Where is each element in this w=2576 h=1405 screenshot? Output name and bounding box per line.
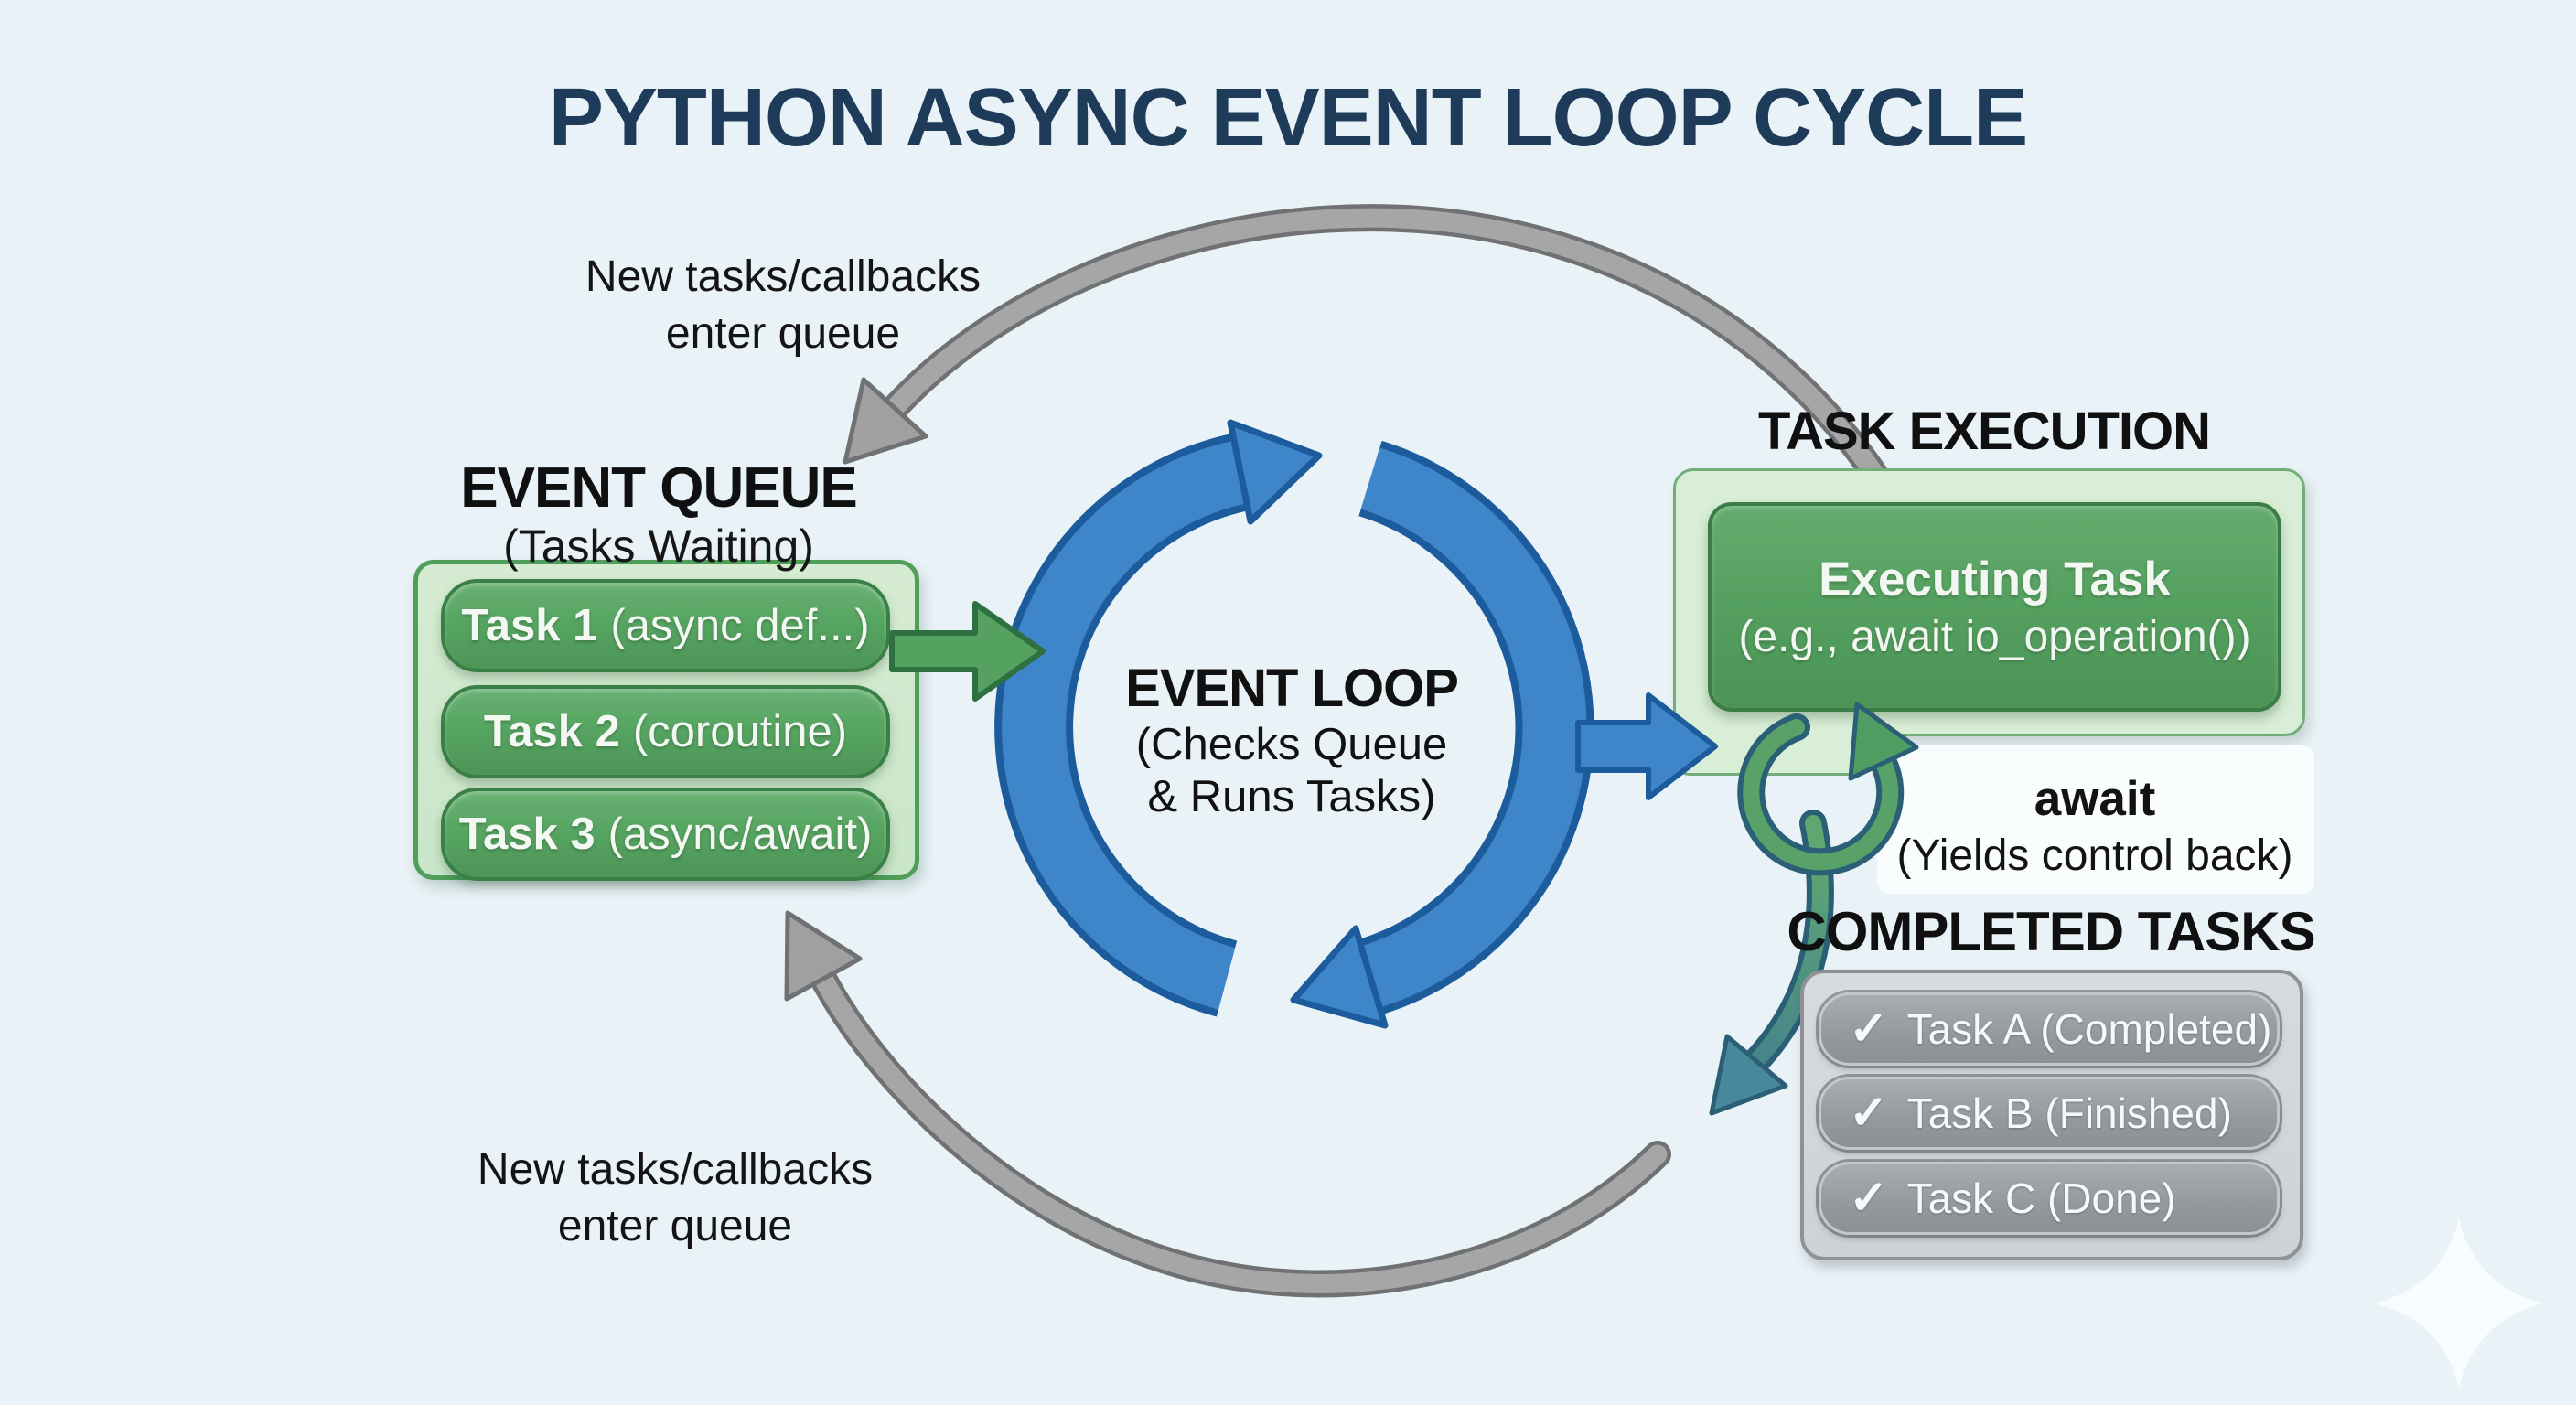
task-execution-heading: TASK EXECUTION (1757, 402, 2211, 461)
completed-task-label: Task C (Done) (1906, 1174, 2176, 1222)
await-label: await (2034, 772, 2156, 826)
await-label-block: await (Yields control back) (1866, 770, 2324, 884)
event-loop-subtitle-line2: & Runs Tasks) (1147, 772, 1436, 821)
event-queue-heading: EVENT QUEUE (460, 456, 857, 520)
label-line: New tasks/callbacks (585, 252, 982, 301)
executing-task-detail: (e.g., await io_operation()) (1738, 612, 2251, 661)
top-new-tasks-label: New tasks/callbacks enter queue (509, 249, 1057, 362)
label-line: enter queue (557, 1202, 793, 1250)
check-icon: ✓ (1849, 1087, 1889, 1140)
task-detail: (coroutine) (632, 707, 848, 756)
queue-task-pill-3: Task 3 (async/await) (441, 788, 890, 881)
label-line: enter queue (665, 309, 901, 358)
task-name: Task 3 (458, 810, 596, 859)
completed-task-pill-2: ✓ Task B (Finished) (1819, 1077, 2280, 1150)
completed-tasks-heading: COMPLETED TASKS (1787, 901, 2315, 962)
diagram-title: PYTHON ASYNC EVENT LOOP CYCLE (548, 72, 2028, 164)
executing-task-box: Executing Task (e.g., await io_operation… (1708, 502, 2281, 712)
completed-task-pill-3: ✓ Task C (Done) (1819, 1162, 2280, 1235)
completed-task-pill-1: ✓ Task A (Completed) (1819, 992, 2280, 1066)
bottom-new-tasks-label: New tasks/callbacks enter queue (401, 1142, 950, 1255)
executing-task-title: Executing Task (1819, 552, 2171, 606)
event-loop-subtitle-line1: (Checks Queue (1135, 720, 1448, 769)
event-loop-title: EVENT LOOP (1125, 659, 1459, 718)
task-detail: (async def...) (610, 601, 870, 650)
sparkle-icon (2374, 1218, 2544, 1389)
event-loop-label: EVENT LOOP (Checks Queue & Runs Tasks) (1017, 659, 1566, 823)
queue-task-pill-1: Task 1 (async def...) (441, 579, 890, 672)
await-label-background (1877, 745, 2314, 894)
event-queue-subheading: (Tasks Waiting) (503, 520, 814, 572)
task-name: Task 2 (483, 707, 620, 756)
task-detail: (async/await) (607, 810, 873, 859)
task-name: Task 1 (461, 601, 598, 650)
label-line: New tasks/callbacks (477, 1145, 874, 1194)
check-icon: ✓ (1849, 1003, 1889, 1056)
await-detail: (Yields control back) (1896, 831, 2293, 880)
completed-task-label: Task B (Finished) (1906, 1089, 2232, 1137)
completed-task-label: Task A (Completed) (1906, 1005, 2272, 1053)
queue-task-pill-2: Task 2 (coroutine) (441, 685, 890, 778)
check-icon: ✓ (1849, 1172, 1889, 1225)
